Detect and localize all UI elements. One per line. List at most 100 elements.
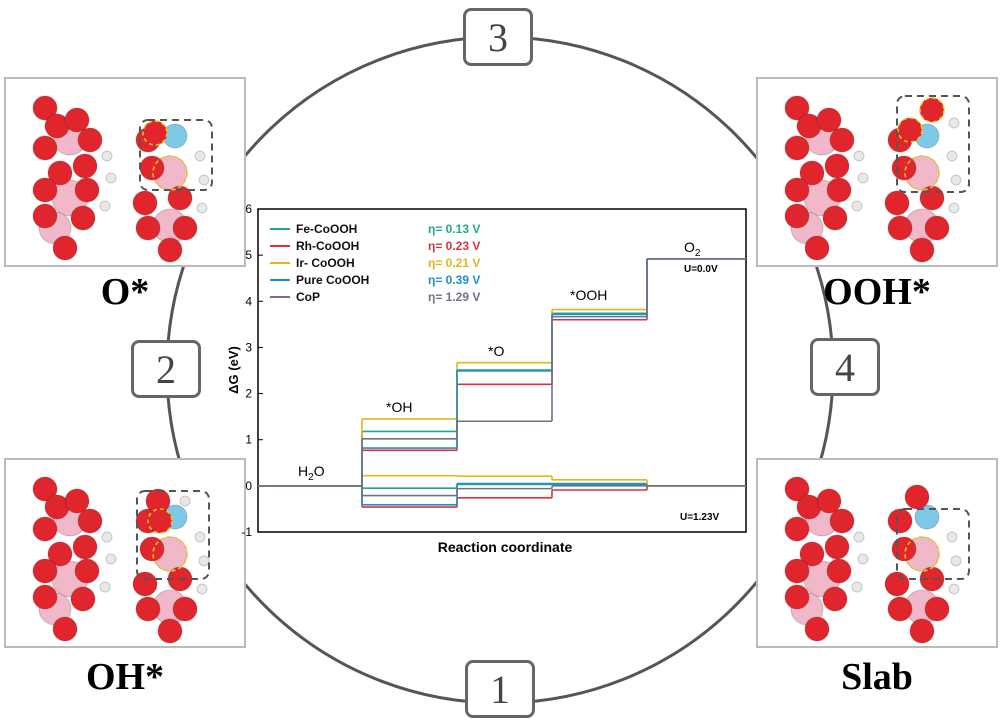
legend-overpotential: η= 1.29 V — [428, 290, 480, 304]
legend-overpotential: η= 0.23 V — [428, 239, 480, 253]
atom — [822, 205, 848, 231]
stage-label-o: *O — [488, 343, 504, 359]
stage-label-ooh: *OOH — [570, 287, 607, 303]
y-tick-label: -1 — [241, 525, 252, 539]
atom — [70, 205, 96, 231]
atom — [784, 203, 810, 229]
atom — [824, 153, 850, 179]
y-axis-label: ΔG (eV) — [226, 346, 241, 394]
atom — [32, 95, 58, 121]
atom — [32, 177, 58, 203]
y-tick-label: 3 — [245, 340, 252, 354]
atom — [891, 155, 917, 181]
atom — [135, 596, 161, 622]
atom — [851, 200, 863, 212]
x-axis-label: Reaction coordinate — [438, 539, 573, 555]
atom — [47, 541, 73, 567]
y-tick-label: 4 — [245, 294, 252, 308]
atom — [52, 235, 78, 261]
atom — [784, 584, 810, 610]
atom — [99, 581, 111, 593]
atom — [77, 508, 103, 534]
legend-overpotential: η= 0.39 V — [428, 273, 480, 287]
atom — [909, 237, 935, 263]
atom — [32, 476, 58, 502]
atom — [132, 571, 158, 597]
atom — [32, 584, 58, 610]
atom — [157, 618, 183, 644]
y-tick-label: 0 — [245, 479, 252, 493]
legend-series-name: Rh-CoOOH — [296, 239, 359, 253]
atom — [172, 596, 198, 622]
atom — [32, 558, 58, 584]
atom — [172, 215, 198, 241]
atom — [74, 177, 100, 203]
atom — [101, 150, 113, 162]
step-badge-1: 1 — [465, 660, 535, 718]
atom — [784, 516, 810, 542]
atom — [198, 174, 210, 186]
atom — [950, 174, 962, 186]
atom — [139, 155, 165, 181]
atom — [948, 202, 960, 214]
atom — [799, 541, 825, 567]
atom — [157, 237, 183, 263]
atom — [32, 516, 58, 542]
stage-label-oh: *OH — [386, 399, 412, 415]
atom — [784, 135, 810, 161]
atom — [948, 583, 960, 595]
highlight-ring — [904, 536, 940, 572]
atom — [804, 616, 830, 642]
potential-label-u0: U=0.0V — [684, 264, 718, 275]
atom — [784, 95, 810, 121]
atom — [822, 586, 848, 612]
label-ooh-star: OOH* — [823, 271, 931, 313]
atom — [70, 586, 96, 612]
atom — [77, 127, 103, 153]
highlight-ring — [897, 117, 923, 143]
atom — [52, 616, 78, 642]
active-site-box — [136, 490, 210, 580]
y-tick-label: 2 — [245, 387, 252, 401]
atom — [851, 581, 863, 593]
atom — [853, 531, 865, 543]
atom — [829, 508, 855, 534]
atom — [135, 215, 161, 241]
atom — [105, 553, 117, 565]
atom — [948, 117, 960, 129]
active-site-box — [896, 95, 970, 193]
atom — [194, 531, 206, 543]
atom — [101, 531, 113, 543]
atom — [884, 190, 910, 216]
legend-overpotential: η= 0.21 V — [428, 256, 480, 270]
legend-series-name: CoP — [296, 290, 320, 304]
y-tick-label: 5 — [245, 248, 252, 262]
atom — [105, 172, 117, 184]
y-tick-label: 6 — [245, 202, 252, 216]
label-oh-star: OH* — [85, 656, 165, 698]
atom — [784, 558, 810, 584]
legend-series-name: Pure CoOOH — [296, 273, 369, 287]
atom — [72, 534, 98, 560]
atom — [799, 160, 825, 186]
atom — [99, 200, 111, 212]
legend-series-name: Ir- CoOOH — [296, 256, 355, 270]
label-slab: Slab — [841, 656, 913, 698]
highlight-ring — [152, 155, 188, 191]
atom — [887, 508, 913, 534]
atom — [816, 488, 842, 514]
atom — [72, 153, 98, 179]
atom — [884, 571, 910, 597]
atom — [857, 553, 869, 565]
atom — [64, 107, 90, 133]
highlight-ring — [919, 97, 945, 123]
step-badge-3: 3 — [463, 8, 533, 66]
atom — [198, 555, 210, 567]
atom — [909, 618, 935, 644]
atom — [139, 536, 165, 562]
active-site-box — [896, 508, 970, 580]
atom — [196, 202, 208, 214]
highlight-ring — [152, 536, 188, 572]
